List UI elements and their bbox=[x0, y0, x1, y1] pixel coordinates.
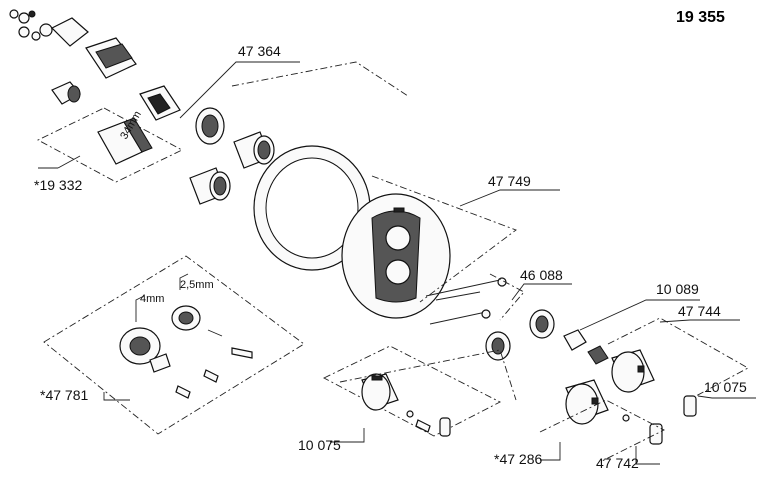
label-47364: 47 364 bbox=[238, 43, 281, 59]
rosette-ring bbox=[253, 145, 371, 271]
handle-47744 bbox=[611, 349, 697, 417]
label-10089: 10 089 bbox=[656, 281, 699, 297]
label-47749: 47 749 bbox=[488, 173, 531, 189]
label-47286: 10 075 bbox=[298, 437, 341, 453]
ring-and-sleeves bbox=[189, 107, 275, 205]
label-47742: *47 286 bbox=[494, 451, 542, 467]
label-10075b: 47 742 bbox=[596, 455, 639, 471]
thermostat-cartridge bbox=[85, 37, 181, 121]
center-nuts bbox=[485, 309, 555, 361]
dim-4mm: 4mm bbox=[140, 293, 164, 305]
kit-box-47781: 2,5mm 4mm bbox=[43, 255, 305, 435]
label-46088: 46 088 bbox=[520, 267, 563, 283]
label-47744: 47 744 bbox=[678, 303, 721, 319]
handle-47742 bbox=[565, 379, 663, 445]
label-47781: *47 781 bbox=[40, 387, 88, 403]
label-19332: *19 332 bbox=[34, 177, 82, 193]
dim-2-5mm: 2,5mm bbox=[180, 279, 214, 291]
mounting-screws bbox=[425, 277, 507, 325]
label-10075a: 10 075 bbox=[704, 379, 747, 395]
cartridge-small-parts bbox=[9, 9, 89, 47]
model-number: 19 355 bbox=[676, 9, 725, 26]
handle-cap bbox=[51, 81, 81, 105]
kit-box-19332: 34mm bbox=[37, 107, 183, 183]
faceplate bbox=[341, 193, 451, 319]
adapter-10089 bbox=[563, 329, 609, 365]
kit-box-47286 bbox=[323, 345, 501, 437]
